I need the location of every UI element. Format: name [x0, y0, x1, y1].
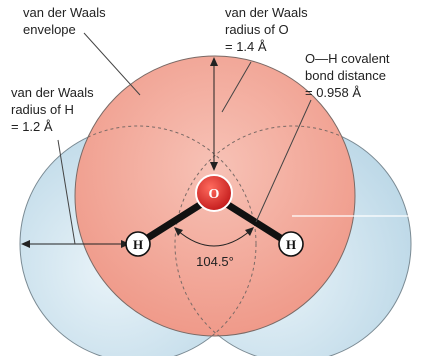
hydrogen-atom-right: [278, 231, 304, 257]
radius-h-arrowhead-left: [21, 240, 30, 248]
bond-distance-label-line3: = 0.958 Å: [305, 85, 361, 100]
bond-angle-label: 104.5°: [196, 254, 234, 269]
hydrogen-atom-right-label: H: [286, 237, 296, 252]
leader-bond-distance: [255, 99, 312, 223]
radius-h-label-line3: = 1.2 Å: [11, 119, 53, 134]
angle-arrowhead-right: [245, 227, 254, 236]
radius-o-arrowhead-bottom: [210, 162, 218, 171]
bond-angle-arc: [176, 229, 252, 247]
radius-o-label-line3: = 1.4 Å: [225, 39, 267, 54]
radius-o-arrowhead-top: [210, 57, 218, 66]
radius-h-label-line2: radius of H: [11, 102, 74, 117]
hydrogen-boundary-left: [75, 125, 257, 336]
leader-radius-h: [57, 139, 76, 245]
oxygen-atom-label: O: [209, 187, 220, 202]
angle-arrowhead-left: [174, 227, 183, 236]
leader-envelope: [83, 32, 141, 96]
hydrogen-atom-left-label: H: [133, 237, 143, 252]
radius-o-label-line1: van der Waals: [225, 5, 308, 20]
envelope-label-line2: envelope: [23, 22, 76, 37]
hydrogen-atom-left: [125, 231, 151, 257]
radius-o-label-line2: radius of O: [225, 22, 289, 37]
radius-h-label-line1: van der Waals: [11, 85, 94, 100]
oxygen-atom: [195, 174, 233, 212]
envelope-label-line1: van der Waals: [23, 5, 106, 20]
bond-distance-label-line2: bond distance: [305, 68, 386, 83]
bond-distance-label-line1: O—H covalent: [305, 51, 390, 66]
leader-radius-o: [221, 61, 252, 113]
